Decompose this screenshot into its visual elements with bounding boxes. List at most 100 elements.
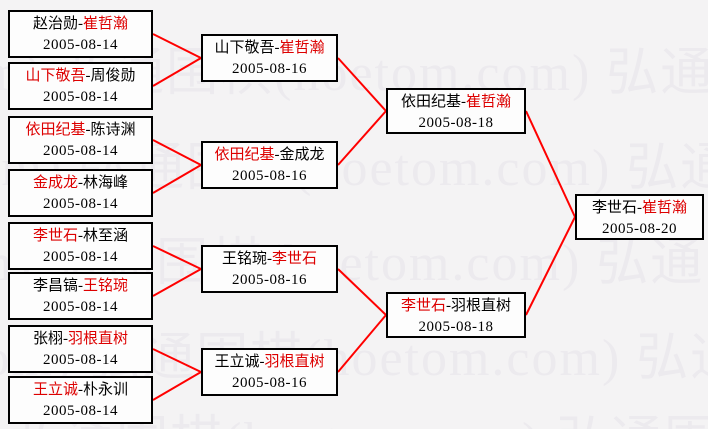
player-name: 金成龙 <box>32 175 78 191</box>
player-name: 金成龙 <box>279 147 325 163</box>
player-name: 林海峰 <box>83 175 129 191</box>
match-box-r1-2: 山下敬吾-周俊勋 2005-08-14 <box>8 62 153 110</box>
match-box-r3-1: 依田纪基-崔哲瀚 2005-08-18 <box>386 88 526 134</box>
player-separator: - <box>78 16 83 32</box>
player-name: 山下敬吾 <box>214 40 275 56</box>
match-date: 2005-08-18 <box>418 319 494 335</box>
connector-line <box>152 245 202 270</box>
player-name: 王铭琬 <box>83 278 129 294</box>
player-name: 李世石 <box>400 298 446 314</box>
match-date: 2005-08-18 <box>418 115 494 131</box>
match-date: 2005-08-14 <box>43 37 118 53</box>
player-separator: - <box>461 94 466 110</box>
player-separator: - <box>446 298 451 314</box>
match-box-r1-6: 李昌镐-王铭琬 2005-08-14 <box>8 272 153 320</box>
match-players: 依田纪基-金成龙 <box>203 145 336 166</box>
connector-line <box>152 268 202 297</box>
match-box-final: 李世石-崔哲瀚 2005-08-20 <box>575 194 704 240</box>
match-box-r2-3: 王铭琬-李世石 2005-08-16 <box>201 245 338 293</box>
player-name: 周俊勋 <box>90 68 136 84</box>
player-name: 王立诚 <box>32 382 78 398</box>
player-separator: - <box>78 278 83 294</box>
match-box-r1-4: 金成龙-林海峰 2005-08-14 <box>8 169 153 217</box>
match-players: 山下敬吾-崔哲瀚 <box>203 38 336 59</box>
match-box-r1-7: 张栩-羽根直树 2005-08-14 <box>8 325 153 373</box>
player-separator: - <box>78 175 83 191</box>
match-box-r1-3: 依田纪基-陈诗渊 2005-08-14 <box>8 116 153 164</box>
connector-line <box>152 57 202 87</box>
player-separator: - <box>637 200 642 216</box>
match-date: 2005-08-16 <box>232 272 307 288</box>
player-name: 李世石 <box>591 200 637 216</box>
match-players: 依田纪基-陈诗渊 <box>10 120 151 141</box>
player-separator: - <box>78 382 83 398</box>
match-players: 张栩-羽根直树 <box>10 329 151 350</box>
player-name: 王立诚 <box>214 354 260 370</box>
player-separator: - <box>78 228 83 244</box>
connector-line <box>152 348 202 373</box>
player-separator: - <box>63 331 68 347</box>
connector-line <box>152 164 202 194</box>
match-players: 山下敬吾-周俊勋 <box>10 66 151 87</box>
player-separator: - <box>259 354 265 370</box>
match-date: 2005-08-14 <box>43 89 118 105</box>
match-date: 2005-08-20 <box>602 221 677 237</box>
player-separator: - <box>274 40 280 56</box>
connector-line <box>337 110 387 166</box>
connector-line <box>525 110 576 218</box>
match-date: 2005-08-14 <box>43 299 118 315</box>
match-players: 赵治勋-崔哲瀚 <box>10 14 151 35</box>
match-box-r3-2: 李世石-羽根直树 2005-08-18 <box>386 292 526 338</box>
match-players: 李昌镐-王铭琬 <box>10 276 151 297</box>
connector-line <box>525 216 576 316</box>
match-date: 2005-08-14 <box>43 196 118 212</box>
match-box-r2-1: 山下敬吾-崔哲瀚 2005-08-16 <box>201 34 338 82</box>
match-date: 2005-08-14 <box>43 249 118 265</box>
match-date: 2005-08-14 <box>43 143 118 159</box>
connector-line <box>337 268 387 316</box>
match-date: 2005-08-14 <box>43 352 118 368</box>
player-name: 张栩 <box>32 331 63 347</box>
match-date: 2005-08-16 <box>232 168 307 184</box>
match-box-r1-8: 王立诚-朴永训 2005-08-14 <box>8 376 153 424</box>
player-name: 羽根直树 <box>264 354 325 370</box>
player-name: 崔哲瀚 <box>83 16 129 32</box>
connector-line <box>152 33 202 59</box>
player-name: 林至涵 <box>83 228 129 244</box>
connector-line <box>152 371 202 401</box>
match-players: 王铭琬-李世石 <box>203 249 336 270</box>
player-name: 李昌镐 <box>32 278 78 294</box>
player-name: 羽根直树 <box>68 331 129 347</box>
player-name: 陈诗渊 <box>90 122 136 138</box>
match-date: 2005-08-14 <box>43 403 118 419</box>
match-players: 李世石-崔哲瀚 <box>577 198 702 219</box>
match-players: 李世石-林至涵 <box>10 226 151 247</box>
player-separator: - <box>267 251 272 267</box>
match-players: 王立诚-羽根直树 <box>203 352 336 373</box>
match-box-r2-2: 依田纪基-金成龙 2005-08-16 <box>201 141 338 189</box>
connector-line <box>337 57 387 112</box>
player-name: 赵治勋 <box>32 16 78 32</box>
player-separator: - <box>274 147 280 163</box>
connector-line <box>337 314 387 373</box>
match-players: 李世石-羽根直树 <box>388 296 524 317</box>
player-name: 羽根直树 <box>451 298 512 314</box>
player-name: 依田纪基 <box>25 122 86 138</box>
match-box-r1-5: 李世石-林至涵 2005-08-14 <box>8 222 153 270</box>
player-name: 依田纪基 <box>214 147 275 163</box>
player-name: 依田纪基 <box>400 94 461 110</box>
player-name: 山下敬吾 <box>25 68 86 84</box>
player-name: 王铭琬 <box>221 251 267 267</box>
connector-line <box>152 139 202 166</box>
player-name: 崔哲瀚 <box>466 94 512 110</box>
match-box-r2-4: 王立诚-羽根直树 2005-08-16 <box>201 348 338 396</box>
match-players: 依田纪基-崔哲瀚 <box>388 92 524 113</box>
match-date: 2005-08-16 <box>232 375 307 391</box>
player-name: 朴永训 <box>83 382 129 398</box>
match-players: 王立诚-朴永训 <box>10 380 151 401</box>
player-separator: - <box>85 122 91 138</box>
match-players: 金成龙-林海峰 <box>10 173 151 194</box>
player-name: 李世石 <box>32 228 78 244</box>
